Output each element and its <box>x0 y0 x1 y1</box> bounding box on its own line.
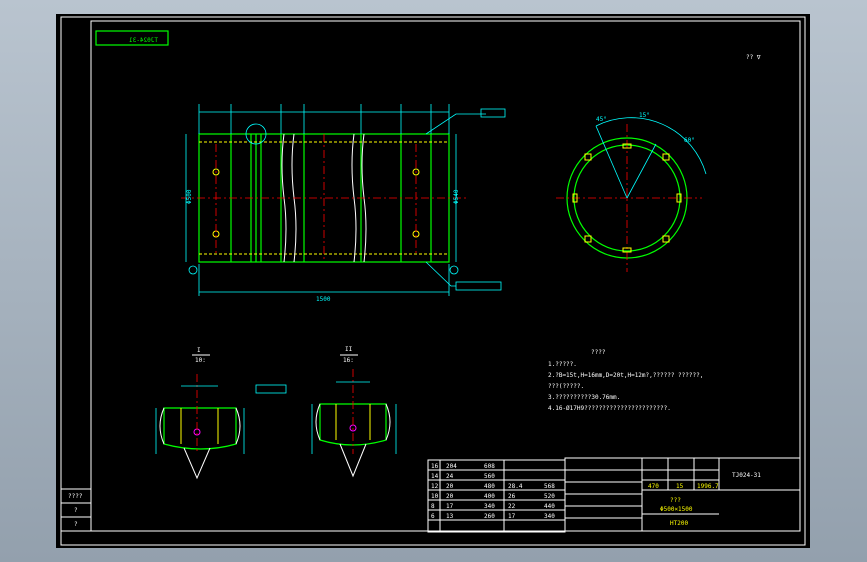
table-r2-c2: 24 <box>446 473 454 480</box>
inner-border <box>90 20 801 532</box>
angle-b-dim: 15° <box>639 112 650 119</box>
note-4: 4.16-Ø17H9???????????????????????. <box>548 405 671 412</box>
section-I-scale: 10: <box>195 357 206 364</box>
table-r5-c1: 8 <box>431 503 435 510</box>
note-2: 2.?B=15t,H=16mm,D=20t,H=12m?,?????? ????… <box>548 372 703 379</box>
left-label-2: ? <box>74 507 78 514</box>
section-I: I 10: <box>155 347 287 480</box>
stamp-text: TJ024-31 <box>129 37 158 44</box>
table-r3-c6: 480 <box>484 483 495 490</box>
stamp-box <box>95 30 169 46</box>
total-length-dim: 1500 <box>316 296 331 303</box>
part-name: ??? <box>670 497 681 504</box>
weight: 470 <box>648 483 659 490</box>
table-right-r4-v: 340 <box>544 513 555 520</box>
table-r6-c6: 260 <box>484 513 495 520</box>
notes-title: ???? <box>591 349 606 356</box>
table-r4-c1: 10 <box>431 493 439 500</box>
section-II-label: II <box>345 346 353 353</box>
table-right-r4: 17 <box>508 513 516 520</box>
table-r1-c2: 204 <box>446 463 457 470</box>
table-r3-c2: 20 <box>446 483 454 490</box>
main-view: 1500 Φ540 Φ500 <box>181 104 506 303</box>
table-r1-c6: 608 <box>484 463 495 470</box>
note-2b: ???(?????. <box>548 383 584 390</box>
table-r5-c2: 17 <box>446 503 454 510</box>
table-r3-c1: 12 <box>431 483 439 490</box>
section-II: II 16: <box>311 346 397 478</box>
table-right-r3: 22 <box>508 503 516 510</box>
note-3: 3.??????????30.76mm. <box>548 394 620 401</box>
drawing-number: TJ024-31 <box>732 472 761 479</box>
material: HT200 <box>670 520 688 527</box>
section-II-scale: 16: <box>343 357 354 364</box>
table-r6-c1: 6 <box>431 513 435 520</box>
section-I-label: I <box>197 347 201 354</box>
table-right-r1: 28.4 <box>508 483 523 490</box>
roughness-mark: ?? ∇ <box>746 54 761 61</box>
table-right-r1-v: 568 <box>544 483 555 490</box>
table-r4-c2: 20 <box>446 493 454 500</box>
angle-c-dim: 60° <box>684 137 695 144</box>
title-block: TJ024-31 ??? Φ500×1500 HT200 470 15 1996… <box>564 457 801 532</box>
left-label-1: ???? <box>68 493 83 500</box>
left-label-3: ? <box>74 521 78 528</box>
cad-drawing: ???? ? ? TJ024-31 ?? ∇ <box>60 16 806 546</box>
table-r6-c2: 13 <box>446 513 454 520</box>
left-label-strip <box>60 488 92 532</box>
bolt-table: 16 204 608 14 24 560 12 20 480 10 20 400… <box>427 459 566 533</box>
angle-a-dim: 45° <box>596 116 607 123</box>
inner-dia-dim: Φ500 <box>186 189 193 204</box>
date: 1996.7 <box>697 483 719 490</box>
note-1: 1.?????. <box>548 361 577 368</box>
technical-notes: ???? 1.?????. 2.?B=15t,H=16mm,D=20t,H=12… <box>548 349 703 412</box>
outer-border <box>60 16 806 546</box>
outer-dia-dim: Φ540 <box>453 189 460 204</box>
table-right-r2: 26 <box>508 493 516 500</box>
table-r5-c6: 340 <box>484 503 495 510</box>
table-r1-c1: 16 <box>431 463 439 470</box>
table-right-r2-v: 520 <box>544 493 555 500</box>
table-right-r3-v: 440 <box>544 503 555 510</box>
end-view: 45° 15° 60° <box>556 112 707 272</box>
table-r2-c1: 14 <box>431 473 439 480</box>
table-r2-c6: 560 <box>484 473 495 480</box>
drawing-sheet: ???? ? ? TJ024-31 ?? ∇ <box>56 14 810 548</box>
part-spec: Φ500×1500 <box>660 506 693 513</box>
table-r4-c6: 400 <box>484 493 495 500</box>
quantity: 15 <box>676 483 684 490</box>
